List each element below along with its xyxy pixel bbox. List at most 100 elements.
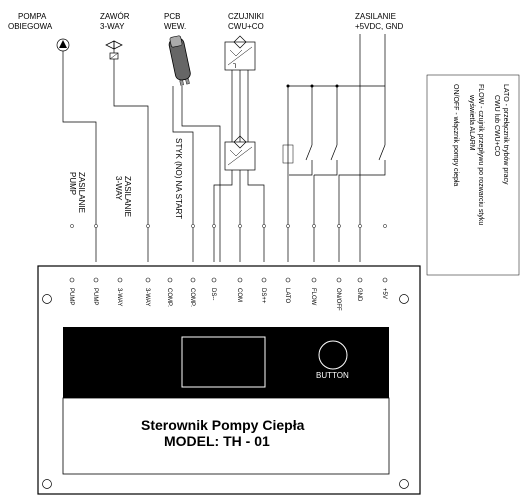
terminal-2-pin <box>117 277 123 283</box>
board-title-line1: Sterownik Pompy Ciepła <box>141 417 305 433</box>
terminal-6-pin <box>211 277 217 283</box>
wire-end-1 <box>94 224 98 228</box>
wire-end-10 <box>312 224 316 228</box>
wire-end-3 <box>146 224 150 228</box>
label-pump-line1: POMPA <box>18 12 47 21</box>
switch-flow-lever-icon <box>330 144 338 161</box>
label-valve: ZAWÓR 3-WAY <box>100 12 130 31</box>
mount-hole-bl <box>42 479 52 489</box>
switch-flow <box>313 86 338 262</box>
wire-valve <box>113 59 149 262</box>
label-sensors-line1: CZUJNIKI <box>228 12 264 21</box>
mount-hole-br <box>399 479 409 489</box>
terminal-5-label: COMP. <box>189 288 195 307</box>
legend-border <box>426 74 520 276</box>
label-valve-line1: ZAWÓR <box>100 12 130 21</box>
label-power-line2: +5VDC, GND <box>355 22 403 31</box>
terminal-7-pin <box>237 277 243 283</box>
terminal-3-pin <box>145 277 151 283</box>
legend-lato-line1: LATO - przełącznik trybów pracy <box>502 84 509 185</box>
controller-board: PUMP PUMP 3-WAY 3-WAY COMP. COMP. DS-- COM DS++ L… <box>37 224 421 495</box>
terminal-11-label: ON/OFF <box>335 288 341 311</box>
terminal-10-pin <box>311 277 317 283</box>
terminal-8-pin <box>261 277 267 283</box>
button-label: BUTTON <box>316 371 349 380</box>
switch-lato <box>289 86 313 176</box>
switch-onoff <box>338 86 386 262</box>
valve-symbol <box>105 40 123 60</box>
label-sensors-line2: CWU+CO <box>228 22 264 31</box>
legend-flow-line1: FLOW - czujnik przepływu po rozwarciu st… <box>477 84 484 225</box>
label-pcb: PCB WEW. <box>164 12 186 31</box>
switch-onoff-lever-icon <box>378 144 386 161</box>
wire-end-8 <box>262 224 266 228</box>
label-pump: POMPA OBIEGOWA <box>8 12 53 31</box>
terminal-0-label: PUMP <box>68 288 74 305</box>
wire-end-13 <box>383 224 387 228</box>
switch-lato-lever-icon <box>305 144 313 161</box>
label-power-line1: ZASILANIE <box>355 12 396 21</box>
mount-hole-tl <box>42 294 52 304</box>
mount-hole-tr <box>399 294 409 304</box>
sensor-symbol-top: ⅂ <box>224 35 256 71</box>
vlabel-start-contact: STYK (NO) NA START <box>174 138 183 219</box>
terminal-4-label: COMP. <box>166 288 172 307</box>
wire-end-9 <box>286 224 290 228</box>
wire-end-11 <box>337 224 341 228</box>
wire-end-5 <box>191 224 195 228</box>
wire-end-6 <box>212 224 216 228</box>
label-pump-line2: OBIEGOWA <box>8 22 53 31</box>
terminal-7-label: COM <box>236 288 242 302</box>
wire-end-7 <box>238 224 242 228</box>
terminal-0-pin <box>69 277 75 283</box>
terminal-4-pin <box>167 277 173 283</box>
sensor-top-t-mark: ⅂ <box>233 64 236 70</box>
wire-ds-plus <box>247 170 265 262</box>
terminal-12-pin <box>357 277 363 283</box>
title-area <box>62 397 390 475</box>
button-knob[interactable] <box>318 340 348 370</box>
label-pcb-line2: WEW. <box>164 22 186 31</box>
terminal-9-label: LATO <box>284 288 290 303</box>
valve-triangle-right <box>113 40 123 50</box>
vlabel-pump-supply-line2: PUMP <box>68 172 77 195</box>
wire-switch-bus <box>287 85 385 262</box>
terminal-1-label: PUMP <box>92 288 98 305</box>
terminal-block: PUMP PUMP 3-WAY 3-WAY COMP. COMP. DS-- COM DS++ L… <box>68 224 388 311</box>
legend-onoff: ON/OFF - włącznik pompy ciepła <box>452 84 459 186</box>
terminal-2-label: 3-WAY <box>116 288 122 306</box>
terminal-8-label: DS++ <box>260 288 266 304</box>
legend-flow-line2: wyświetla ALARM <box>468 94 475 151</box>
vlabel-valve-supply-line1: ZASILANIE <box>123 176 132 217</box>
legend-box: LATO - przełącznik trybów pracy CWU lub … <box>426 74 520 276</box>
wire-ds-minus <box>213 170 233 262</box>
wire-pump <box>62 56 97 262</box>
wire-pcb-1 <box>172 86 194 262</box>
wire-end-0 <box>70 224 74 228</box>
terminal-10-label: FLOW <box>310 288 316 306</box>
terminal-3-label: 3-WAY <box>144 288 150 306</box>
label-pcb-line1: PCB <box>164 12 180 21</box>
label-sensors: CZUJNIKI CWU+CO <box>228 12 264 31</box>
pump-symbol <box>56 38 70 56</box>
pcb-relay-symbol <box>168 35 191 86</box>
label-valve-line2: 3-WAY <box>100 22 125 31</box>
terminal-5-pin <box>190 277 196 283</box>
wire-end-12 <box>358 224 362 228</box>
lcd-display <box>181 336 266 388</box>
terminal-13-pin <box>382 277 388 283</box>
pump-arrow-icon <box>59 40 67 48</box>
terminal-9-pin <box>285 277 291 283</box>
label-power: ZASILANIE +5VDC, GND <box>355 12 403 31</box>
terminal-11-pin <box>336 277 342 283</box>
wire-pcb-2 <box>181 86 221 262</box>
board-title-line2: MODEL: TH - 01 <box>164 433 270 449</box>
vlabel-pump-supply-line1: ZASILANIE <box>77 172 86 213</box>
terminal-13-label: +5V <box>381 288 387 299</box>
legend-lato-line2: CWU lub CWU+CO <box>493 95 500 157</box>
terminal-1-pin <box>93 277 99 283</box>
terminal-6-label: DS-- <box>210 288 216 300</box>
vlabel-valve-supply-line2: 3-WAY <box>114 176 123 201</box>
valve-triangle-left <box>105 40 115 50</box>
